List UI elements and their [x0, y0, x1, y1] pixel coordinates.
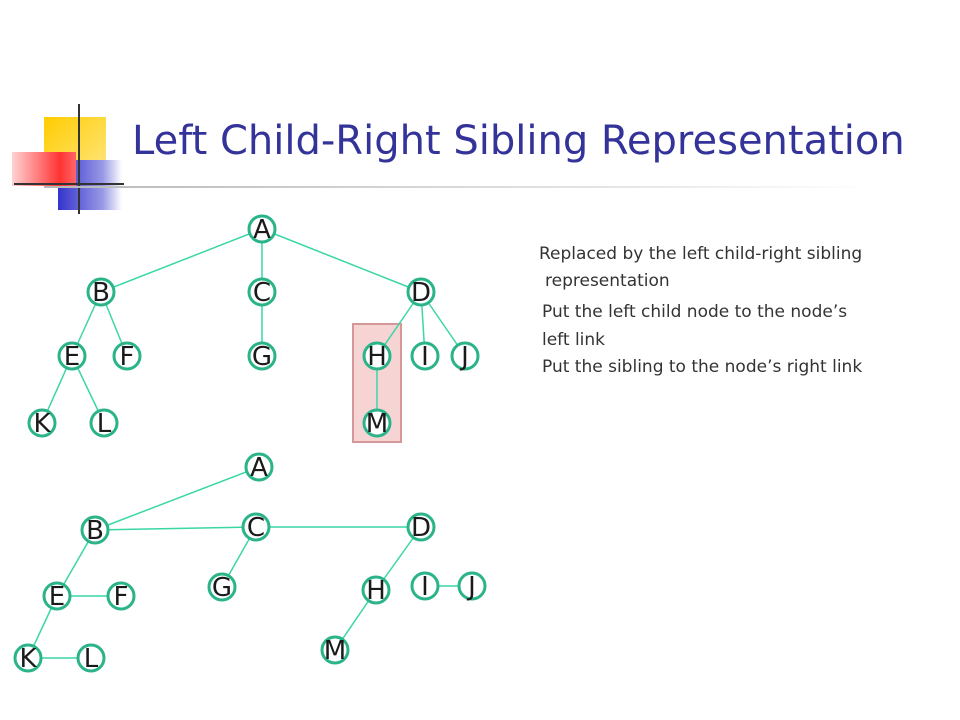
title-underline: [44, 186, 874, 188]
lcrs-node-a: [244, 452, 274, 482]
original-node-label-i: I: [421, 342, 429, 372]
lcrs-node-e: [42, 581, 72, 611]
lcrs-node-label-b: B: [86, 516, 104, 546]
original-node-label-k: K: [33, 409, 51, 439]
original-node-label-f: F: [120, 342, 135, 372]
lcrs-node-l: [76, 643, 106, 673]
lcrs-node-j: [457, 571, 487, 601]
lcrs-node-h: [361, 575, 391, 605]
note-line-1: Replaced by the left child-right sibling: [539, 244, 863, 264]
lcrs-node-label-d: D: [411, 513, 431, 543]
original-node-k: [27, 408, 57, 438]
slide-title: Left Child-Right Sibling Representation: [132, 118, 905, 164]
original-node-d: [406, 277, 436, 307]
lcrs-node-c: [241, 512, 271, 542]
original-node-e: [57, 341, 87, 371]
deco-vertical-line: [78, 104, 80, 214]
original-node-c: [247, 277, 277, 307]
lcrs-node-label-j: J: [466, 572, 476, 602]
original-node-i: [410, 341, 440, 371]
lcrs-edge-b-c: [94, 526, 257, 531]
original-edge-a-d: [261, 228, 422, 293]
original-node-f: [112, 341, 142, 371]
lcrs-tree-nodes: A B C D E F G H I J K L M: [13, 452, 487, 674]
note-line-5: Put the sibling to the node’s right link: [542, 357, 863, 377]
original-node-label-m: M: [366, 409, 388, 439]
lcrs-node-g: [207, 572, 237, 602]
original-node-j: [450, 341, 480, 371]
original-node-h: [362, 341, 392, 371]
lcrs-node-label-f: F: [114, 582, 129, 612]
original-node-label-a: A: [253, 215, 271, 245]
original-edge-a-b: [100, 228, 263, 293]
original-node-g: [247, 341, 277, 371]
lcrs-node-label-k: K: [19, 644, 37, 674]
note-line-4: left link: [542, 330, 606, 350]
deco-red-block: [12, 152, 76, 186]
original-node-label-g: G: [252, 342, 272, 372]
lcrs-node-label-g: G: [212, 573, 232, 603]
note-line-2: representation: [545, 271, 670, 291]
lcrs-node-b: [80, 515, 110, 545]
original-node-label-e: E: [64, 342, 80, 372]
note-line-3: Put the left child node to the node’s: [542, 302, 848, 322]
lcrs-node-label-a: A: [250, 453, 268, 483]
original-node-label-h: H: [367, 342, 387, 372]
lcrs-node-i: [410, 571, 440, 601]
lcrs-tree-edges: [27, 466, 472, 659]
original-node-label-c: C: [253, 278, 271, 308]
original-node-b: [86, 277, 116, 307]
original-node-a: [247, 214, 277, 244]
original-node-label-j: J: [459, 342, 469, 372]
lcrs-node-label-e: E: [49, 582, 65, 612]
original-node-label-d: D: [411, 278, 431, 308]
lcrs-node-m: [320, 635, 350, 665]
original-node-l: [89, 408, 119, 438]
lcrs-node-label-h: H: [366, 576, 386, 606]
lcrs-node-label-c: C: [247, 513, 265, 543]
lcrs-edge-a-b: [94, 466, 260, 531]
deco-horizontal-line: [14, 183, 124, 185]
lcrs-node-d: [406, 512, 436, 542]
original-node-m: [362, 408, 392, 438]
lcrs-node-label-i: I: [421, 572, 429, 602]
lcrs-node-f: [106, 581, 136, 611]
original-node-label-b: B: [92, 278, 110, 308]
lcrs-node-label-l: L: [84, 644, 99, 674]
original-node-label-l: L: [97, 409, 112, 439]
lcrs-node-k: [13, 643, 43, 673]
lcrs-node-label-m: M: [324, 636, 346, 666]
